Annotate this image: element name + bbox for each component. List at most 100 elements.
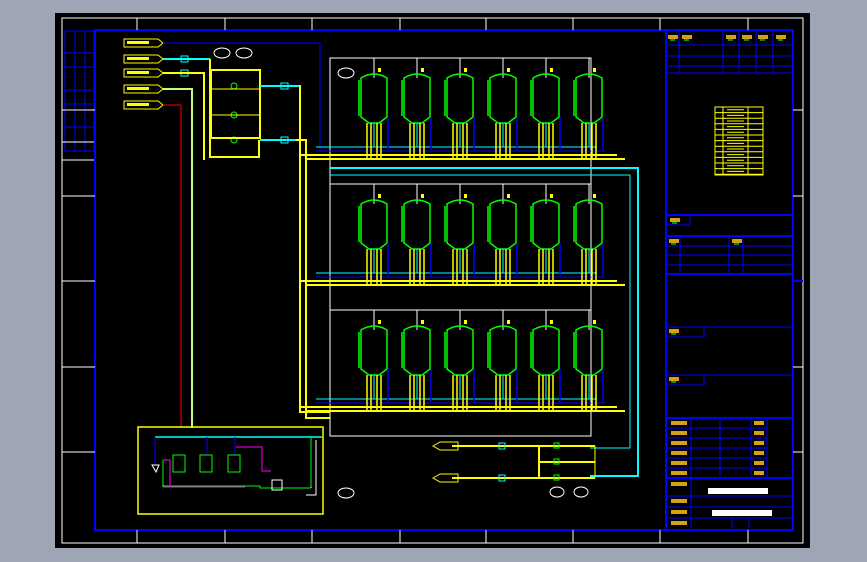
valve-icon — [553, 458, 560, 465]
pump-icon — [235, 47, 253, 59]
valve-icon — [378, 320, 381, 324]
title-label-mark — [754, 431, 764, 435]
valve-icon — [378, 68, 381, 72]
fermentation-tank-icon — [444, 58, 475, 160]
valve-icon — [550, 68, 553, 72]
title-label-mark — [754, 471, 764, 475]
tank-row — [300, 309, 625, 437]
title-label-mark — [672, 222, 677, 224]
valve-icon — [593, 68, 596, 72]
title-label-mark — [744, 39, 749, 41]
title-label-mark — [668, 35, 678, 39]
title-label-mark — [669, 239, 679, 243]
inlet-tag-label-mark — [127, 41, 149, 44]
title-label-mark — [671, 243, 676, 245]
cip-tank-icon — [199, 454, 213, 473]
valve-icon — [464, 68, 467, 72]
title-label-mark — [758, 35, 768, 39]
title-label-mark — [760, 39, 765, 41]
valve-icon — [507, 320, 510, 324]
pump-icon — [573, 486, 589, 498]
title-label-mark — [671, 461, 687, 465]
fermentation-tank-icon — [358, 184, 389, 286]
title-label-mark — [669, 377, 679, 381]
tank-rows — [300, 57, 625, 437]
valve-icon — [553, 442, 560, 449]
inlet-tag — [123, 38, 164, 48]
title-label-mark — [734, 243, 739, 245]
inlet-tag — [123, 68, 164, 78]
inlet-tag-label-mark — [127, 87, 149, 90]
tank-row — [300, 183, 625, 311]
valve-icon — [378, 194, 381, 198]
title-label-mark — [754, 421, 764, 425]
title-label-mark — [778, 39, 783, 41]
fermentation-tank-icon — [530, 310, 561, 412]
drawing-title-mark — [708, 488, 768, 494]
inlet-tag — [123, 100, 164, 110]
filter-icon — [151, 464, 160, 474]
valve-icon — [498, 474, 506, 482]
fermentation-tank-icon — [573, 184, 604, 286]
valve-icon — [550, 194, 553, 198]
title-label-mark — [671, 451, 687, 455]
pump-icon — [549, 486, 565, 498]
zone-ticks — [62, 18, 803, 543]
title-label-mark — [671, 521, 687, 525]
title-label-mark — [728, 39, 733, 41]
cip-outlet-lines — [213, 47, 596, 499]
legend-table — [714, 106, 764, 176]
fermentation-tank-icon — [401, 310, 432, 412]
fermentation-tank-icon — [401, 184, 432, 286]
valve-icon — [553, 474, 560, 481]
drawing-number-mark — [712, 510, 772, 516]
fermentation-tank-icon — [487, 310, 518, 412]
cip-station-box — [137, 426, 324, 515]
title-label-mark — [776, 35, 786, 39]
fermentation-tank-icon — [573, 58, 604, 160]
valve-icon — [593, 194, 596, 198]
valve-icon — [421, 68, 424, 72]
title-label-mark — [671, 333, 676, 335]
cip-tank-icon — [172, 454, 186, 473]
fermentation-tank-icon — [444, 310, 475, 412]
title-label-mark — [671, 421, 687, 425]
valve-icon — [507, 68, 510, 72]
valve-icon — [464, 194, 467, 198]
title-label-mark — [754, 461, 764, 465]
title-label-mark — [732, 239, 742, 243]
title-label-mark — [671, 471, 687, 475]
valve-icon — [593, 320, 596, 324]
fermentation-tank-icon — [358, 58, 389, 160]
title-block-labels — [668, 35, 786, 525]
cip-tank-icon — [227, 454, 241, 473]
pump-icon — [337, 487, 355, 499]
title-label-mark — [754, 441, 764, 445]
header-pipes — [163, 42, 330, 428]
fermentation-tank-icon — [530, 58, 561, 160]
title-label-mark — [671, 441, 687, 445]
inlet-tag — [123, 54, 164, 64]
title-label-mark — [671, 482, 687, 486]
title-block — [665, 30, 803, 530]
title-label-mark — [742, 35, 752, 39]
fermentation-tank-icon — [444, 184, 475, 286]
title-label-mark — [669, 329, 679, 333]
fermentation-tank-icon — [487, 58, 518, 160]
pump-icon — [213, 47, 231, 59]
valve-icon — [421, 320, 424, 324]
inlet-tag-label-mark — [127, 57, 149, 60]
inlet-tag — [123, 84, 164, 94]
fermentation-tank-icon — [401, 58, 432, 160]
title-label-mark — [671, 381, 676, 383]
title-label-mark — [684, 39, 689, 41]
title-label-mark — [754, 451, 764, 455]
title-label-mark — [671, 499, 687, 503]
valve-icon — [421, 194, 424, 198]
fermentation-tank-icon — [573, 310, 604, 412]
fermentation-tank-icon — [487, 184, 518, 286]
fermentation-tank-icon — [530, 184, 561, 286]
valve-icon — [498, 442, 506, 450]
flow-arrow-icon — [431, 441, 459, 451]
